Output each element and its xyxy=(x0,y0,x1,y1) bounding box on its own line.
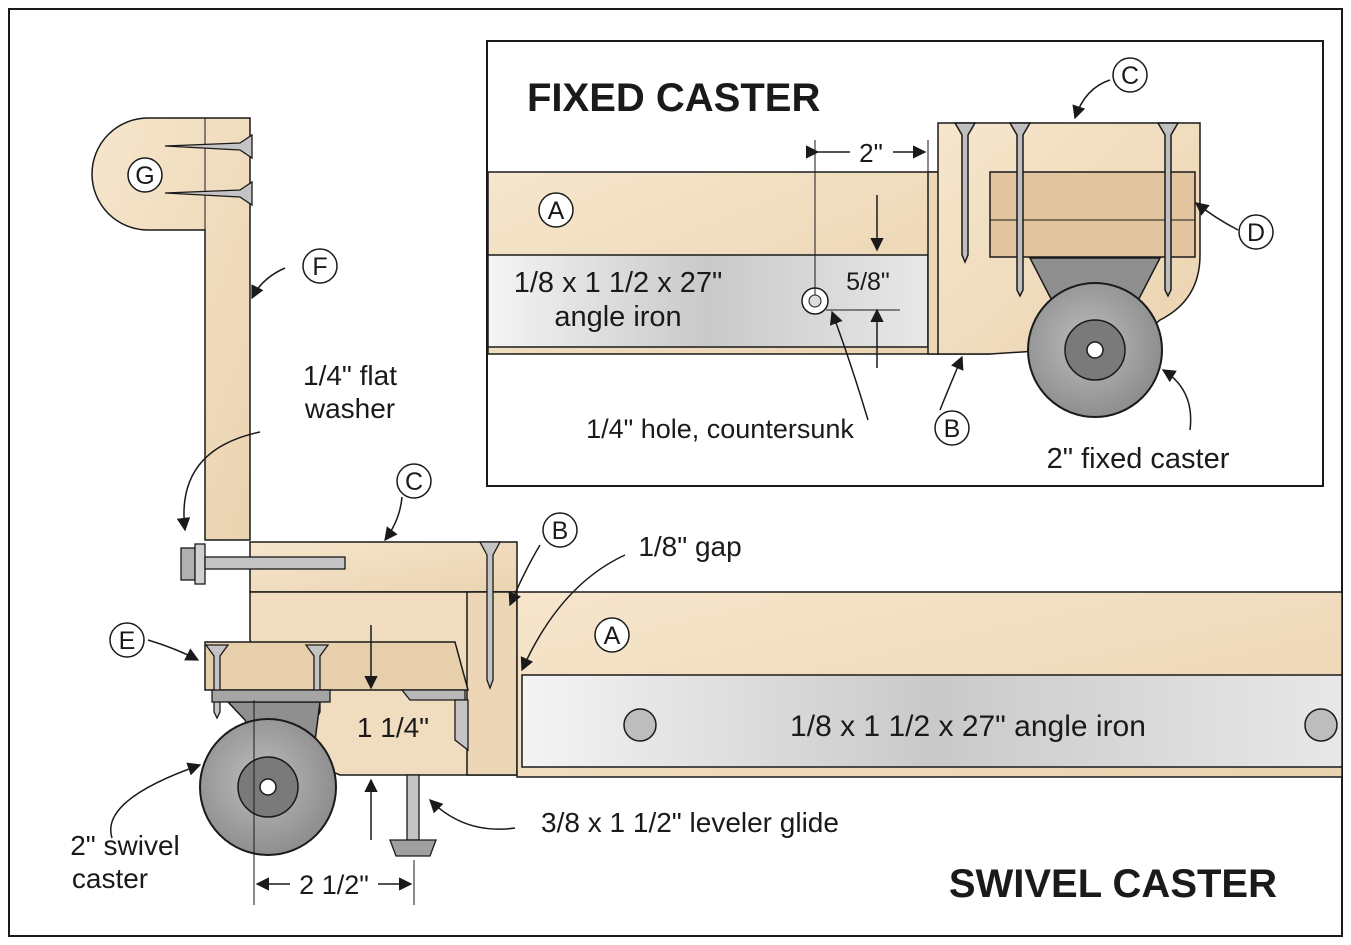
callout-a: A xyxy=(604,622,621,650)
callout-f: F xyxy=(312,253,327,281)
inset-block-d xyxy=(989,171,1196,258)
angle-iron xyxy=(521,674,1343,768)
leveler-glide xyxy=(406,774,420,841)
leveler-glide-label: 3/8 x 1 1/2" leveler glide xyxy=(541,807,839,838)
inset-screws xyxy=(953,122,1180,298)
callout-e: E xyxy=(119,627,136,655)
inset-dim-2: 2" xyxy=(859,138,883,168)
dim-1-1-4: 1 1/4" xyxy=(357,712,429,743)
b-screw xyxy=(478,541,502,690)
g-screws xyxy=(164,133,253,207)
angle-iron-label: 1/8 x 1 1/2 x 27" angle iron xyxy=(790,710,1146,743)
flat-washer-label-1: 1/4" flat xyxy=(303,360,397,391)
callout-g: G xyxy=(135,162,154,190)
flat-washer-label-2: washer xyxy=(304,393,395,424)
inset-angle-iron-label-2: angle iron xyxy=(554,301,681,333)
inset-fixed-caster-label: 2" fixed caster xyxy=(1047,443,1230,475)
outer-frame xyxy=(8,8,1343,937)
swivel-caster-label-1: 2" swivel xyxy=(70,830,180,861)
upright-f xyxy=(91,117,251,541)
gap-label: 1/8" gap xyxy=(638,531,741,562)
angle-iron-screw-left xyxy=(623,708,657,742)
inset-dim-5-8: 5/8" xyxy=(846,268,890,296)
inset-angle-iron-label-1: 1/8 x 1 1/2 x 27" xyxy=(514,267,723,299)
inset-callout-d: D xyxy=(1247,219,1265,247)
inset-callout-a: A xyxy=(548,197,565,225)
angle-iron-screw-right xyxy=(1304,708,1338,742)
block-e xyxy=(204,641,469,691)
fixed-caster-inset xyxy=(486,40,1324,487)
swivel-caster-main xyxy=(91,117,1343,905)
bolt-washer xyxy=(180,543,346,585)
fixed-caster-title: FIXED CASTER xyxy=(527,76,820,120)
callout-b: B xyxy=(552,517,569,545)
dim-2-1-2: 2 1/2" xyxy=(299,870,369,900)
inset-hole-label: 1/4" hole, countersunk xyxy=(586,414,854,444)
swivel-caster-label-2: caster xyxy=(72,863,148,894)
callout-c: C xyxy=(405,468,423,496)
inset-callout-c: C xyxy=(1121,62,1139,90)
swivel-caster-title: SWIVEL CASTER xyxy=(949,862,1277,906)
inset-callout-b: B xyxy=(944,415,961,443)
